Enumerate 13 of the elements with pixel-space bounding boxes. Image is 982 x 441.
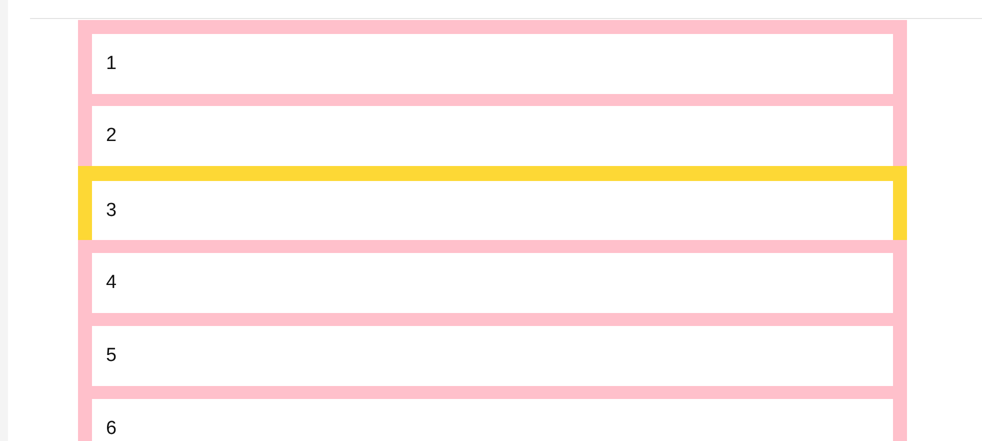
- item-number: 4: [106, 272, 117, 294]
- list-item: [92, 34, 893, 94]
- item-number: 3: [106, 200, 117, 222]
- list-item: [92, 399, 893, 441]
- item-number: 5: [106, 345, 117, 367]
- list-item: [92, 326, 893, 386]
- list-item: [92, 253, 893, 313]
- list-container: [78, 20, 907, 441]
- highlighted-list-item: [78, 166, 907, 240]
- item-number: 6: [106, 418, 117, 440]
- item-number: 2: [106, 125, 117, 147]
- list-item: [92, 106, 893, 166]
- item-number: 1: [106, 53, 117, 75]
